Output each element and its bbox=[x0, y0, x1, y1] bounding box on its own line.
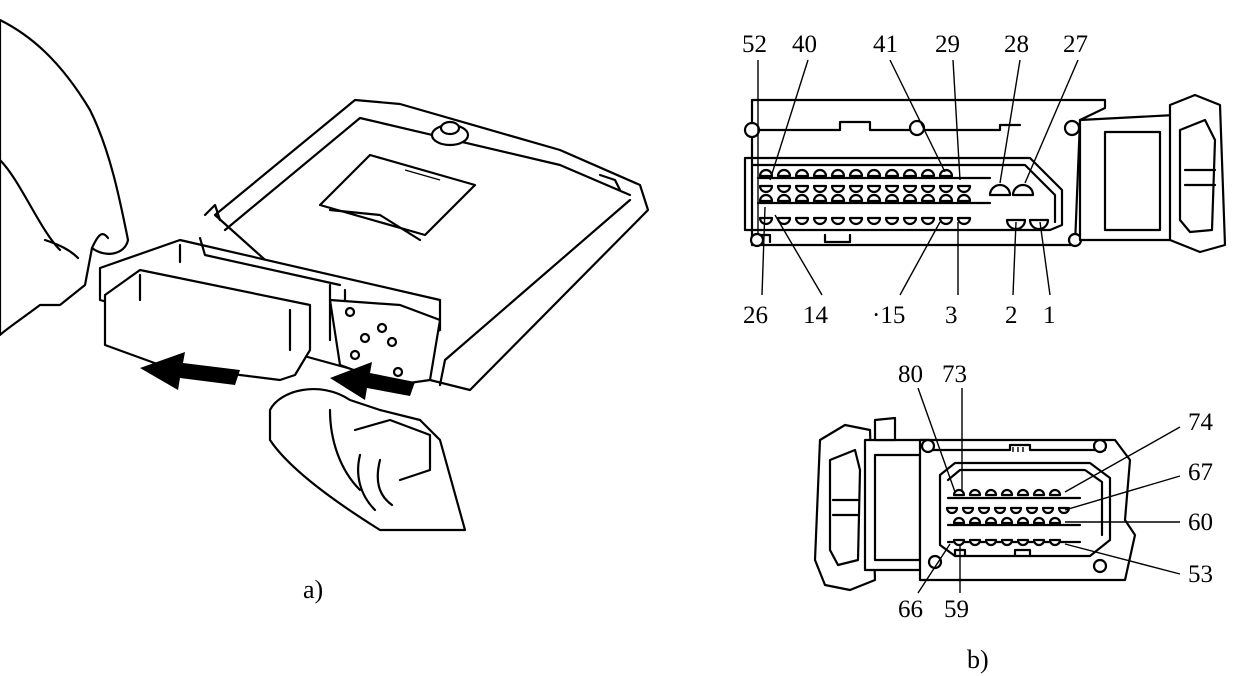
connector-plug-right bbox=[328, 298, 442, 387]
pin-row-top bbox=[758, 168, 954, 178]
pin-28 bbox=[988, 183, 1012, 197]
pin-label-2: 2 bbox=[1005, 302, 1018, 329]
connector-52pin: 52 40 41 29 28 27 26 14 ·15 3 2 1 bbox=[742, 31, 1227, 329]
pin-label-59: 59 bbox=[944, 596, 969, 623]
pin-label-29: 29 bbox=[935, 31, 960, 58]
pull-arrow-left bbox=[140, 352, 240, 390]
pin-1 bbox=[1028, 218, 1050, 231]
pin-label-28: 28 bbox=[1004, 31, 1029, 58]
connector-52pin-cavity bbox=[743, 156, 1064, 232]
pin-label-53: 53 bbox=[1188, 561, 1213, 588]
pin-label-52: 52 bbox=[742, 31, 767, 58]
leader-lines-top bbox=[757, 59, 1079, 296]
pin-label-67: 67 bbox=[1188, 459, 1213, 486]
pin-row-bottom bbox=[758, 216, 972, 226]
pin-label-3: 3 bbox=[945, 302, 958, 329]
left-hand bbox=[0, 18, 130, 337]
figure-b-caption: b) bbox=[967, 645, 989, 674]
pin-label-60: 60 bbox=[1188, 509, 1213, 536]
connector-plug-left bbox=[103, 268, 312, 382]
pin-label-1: 1 bbox=[1043, 302, 1056, 329]
pin-label-40: 40 bbox=[792, 31, 817, 58]
ecu-label-plate bbox=[318, 153, 477, 237]
pin-label-26: 26 bbox=[743, 302, 768, 329]
pin-label-80: 80 bbox=[898, 361, 923, 388]
pin-label-74: 74 bbox=[1188, 409, 1214, 436]
connector-28pin-cavity bbox=[938, 461, 1112, 558]
pin-label-27: 27 bbox=[1063, 31, 1088, 58]
pin-row-3 bbox=[758, 193, 972, 203]
pin-label-14: 14 bbox=[803, 302, 829, 329]
pull-arrow-right bbox=[330, 362, 415, 400]
pin-27 bbox=[1011, 183, 1035, 197]
pin-label-66: 66 bbox=[898, 596, 923, 623]
connector-28pin: 80 73 74 67 60 53 66 59 bbox=[813, 361, 1214, 623]
figure-a-ecu-disconnect bbox=[0, 18, 650, 532]
right-hand bbox=[268, 388, 467, 532]
pin-row-2 bbox=[758, 184, 972, 194]
pin-label-15: ·15 bbox=[872, 302, 905, 329]
pin-label-73: 73 bbox=[942, 361, 967, 388]
pin-row-53-59 bbox=[952, 538, 1062, 547]
pin-row-60-66 bbox=[952, 516, 1062, 525]
pin-label-41: 41 bbox=[873, 31, 898, 58]
connector-52pin-clip bbox=[1168, 93, 1227, 254]
leader-lines-bottom bbox=[917, 387, 1181, 594]
pin-row-73-80 bbox=[952, 488, 1062, 497]
figure-a-caption: a) bbox=[303, 575, 323, 604]
